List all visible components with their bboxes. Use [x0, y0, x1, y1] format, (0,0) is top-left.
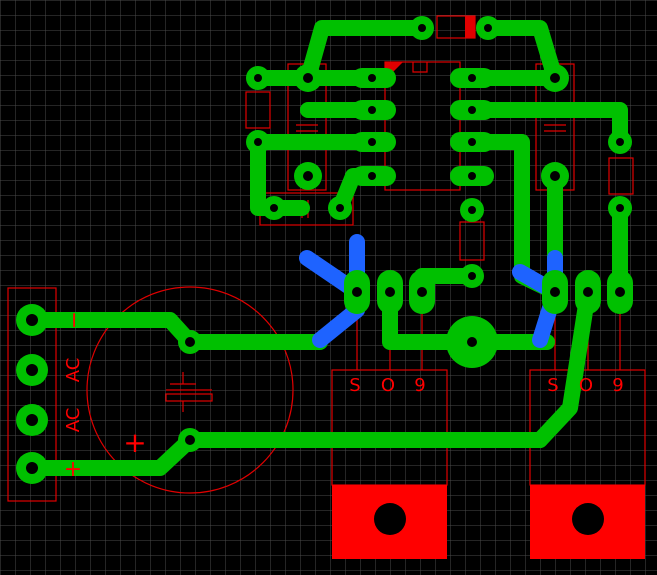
component-pad — [608, 196, 632, 220]
terminal-ac-label-1: AC — [63, 358, 84, 383]
regulator-right-tab — [530, 485, 645, 559]
reg-left-pin-label: O — [381, 375, 395, 396]
ic-pad — [450, 100, 494, 120]
regulator-pad — [575, 270, 601, 314]
cap-pad — [178, 428, 202, 452]
regulator-pad — [409, 270, 435, 314]
component-pad — [541, 162, 569, 190]
reg-right-pin-label: S — [547, 375, 558, 396]
component-pad — [328, 196, 352, 220]
ic-outline — [384, 61, 461, 191]
regulator-left-tab — [332, 485, 447, 559]
diode-cathode-band — [465, 16, 475, 38]
terminal-pad — [16, 304, 48, 336]
component-pad — [262, 196, 286, 220]
ground-pad-hole — [467, 337, 477, 347]
regulator-pad — [344, 270, 370, 314]
terminal-pad — [16, 404, 48, 436]
capacitor-plus-label: + — [123, 426, 146, 459]
terminal-pad — [16, 452, 48, 484]
ic-pad — [352, 132, 396, 152]
component-pad — [246, 66, 270, 90]
reg-right-pin-label: 9 — [612, 375, 623, 396]
component-pad — [460, 264, 484, 288]
component-pad — [476, 16, 500, 40]
regulator-pad — [542, 270, 568, 314]
ic-pad — [352, 68, 396, 88]
cap-pad — [178, 330, 202, 354]
reg-left-pin-label: S — [349, 375, 360, 396]
ic-notch — [412, 62, 428, 73]
ic-pad — [352, 100, 396, 120]
terminal-pad — [16, 354, 48, 386]
regulator-pad — [607, 270, 633, 314]
component-pad — [294, 162, 322, 190]
component-pad — [541, 64, 569, 92]
terminal-minus-label: − — [62, 311, 87, 329]
component-pad — [608, 130, 632, 154]
component-pad — [246, 130, 270, 154]
ic-pad — [450, 68, 494, 88]
ic-pad — [450, 132, 494, 152]
reg-right-pin-label: O — [579, 375, 593, 396]
resistor-outline-right — [608, 157, 634, 195]
component-pad — [410, 16, 434, 40]
reg-left-pin-label: 9 — [414, 375, 425, 396]
terminal-plus-label: + — [64, 457, 82, 482]
terminal-ac-label-2: AC — [63, 408, 84, 433]
ic-pad — [352, 166, 396, 186]
ic-pad — [450, 166, 494, 186]
component-pad — [294, 64, 322, 92]
resistor-outline-left — [245, 91, 271, 129]
terminal-block-outline — [7, 287, 57, 502]
pads — [16, 16, 633, 484]
capacitor-symbol — [165, 372, 213, 412]
component-pad — [460, 198, 484, 222]
regulator-pad — [377, 270, 403, 314]
electrolytic-cap-outline — [86, 286, 294, 494]
